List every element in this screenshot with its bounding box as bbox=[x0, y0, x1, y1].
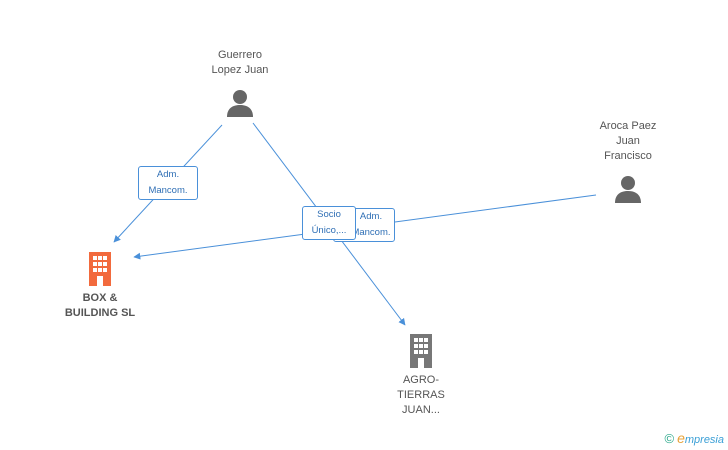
node-guerrero-lopez-juan[interactable]: Guerrero Lopez Juan bbox=[185, 48, 295, 123]
edge-label-line: Mancom. bbox=[148, 185, 188, 196]
edge-label-adm-mancom-1[interactable]: Adm. Mancom. bbox=[138, 166, 198, 200]
node-label: TIERRAS bbox=[397, 389, 445, 401]
edge-label-line: Único,... bbox=[311, 225, 347, 236]
node-label: AGRO- bbox=[402, 374, 440, 386]
edge-label-line: Socio bbox=[317, 209, 341, 220]
node-label: Guerrero bbox=[217, 49, 263, 61]
building-icon bbox=[410, 334, 432, 368]
node-label: Lopez Juan bbox=[211, 64, 269, 76]
person-icon bbox=[227, 90, 253, 117]
copyright-symbol: © bbox=[664, 431, 675, 446]
node-box-building-sl[interactable]: BOX & BUILDING SL bbox=[47, 250, 153, 321]
empresia-logo[interactable]: ©empresia bbox=[664, 430, 724, 446]
edge-label-line: Adm. bbox=[156, 169, 180, 180]
brand-name: mpresia bbox=[684, 434, 724, 446]
person-icon bbox=[615, 176, 641, 203]
building-icon bbox=[89, 252, 111, 286]
edge-label-socio-unico[interactable]: Socio Único,... bbox=[302, 206, 356, 240]
edge-label-line: Adm. bbox=[359, 211, 383, 222]
node-label: BUILDING SL bbox=[64, 307, 136, 319]
node-agro-tierras-juan[interactable]: AGRO- TIERRAS JUAN... bbox=[376, 332, 466, 418]
node-label: JUAN... bbox=[402, 404, 440, 416]
node-label: Francisco bbox=[604, 150, 652, 162]
node-label: Aroca Paez bbox=[599, 120, 657, 132]
node-aroca-paez-juan-francisco[interactable]: Aroca Paez Juan Francisco bbox=[573, 119, 683, 209]
edge-label-line: Mancom. bbox=[351, 227, 391, 238]
node-label: BOX & bbox=[82, 292, 118, 304]
brand-e: e bbox=[677, 430, 685, 446]
node-label: Juan bbox=[616, 135, 640, 147]
